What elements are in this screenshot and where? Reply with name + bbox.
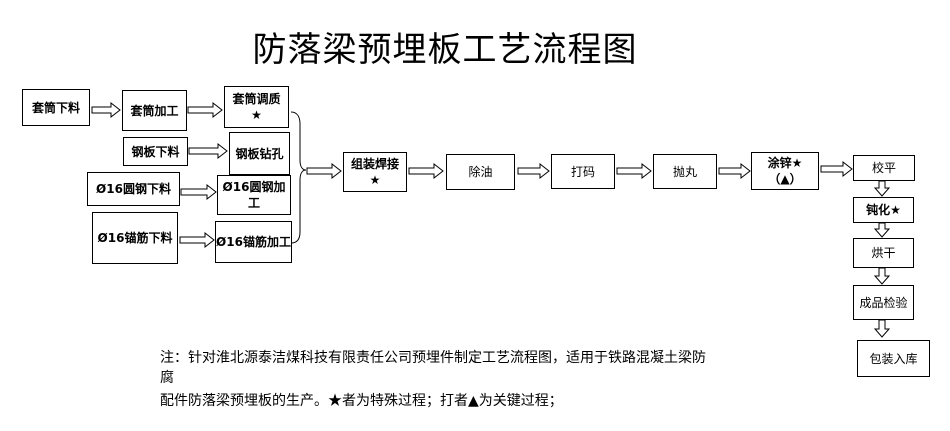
arrow-s4-s5 xyxy=(188,142,228,160)
step-anchor-bar-machining: Ø16锚筋加工 xyxy=(215,221,292,263)
arrow-s16-s17 xyxy=(873,222,891,238)
arrow-s8-s9 xyxy=(179,231,215,249)
arrow-s18-s19 xyxy=(873,319,891,338)
note-line-3: 配件防落梁预埋板的生产。★者为特殊过程；打者▲为关键过程； xyxy=(160,393,563,409)
merge-bracket xyxy=(290,111,307,244)
arrow-s15-s16 xyxy=(873,180,891,197)
step-leveling: 校平 xyxy=(853,155,915,181)
arrow-s2-s3 xyxy=(187,101,223,119)
arrow-s11-s12 xyxy=(517,162,550,180)
step-marking: 打码 xyxy=(551,154,615,189)
step-drying: 烘干 xyxy=(853,238,914,268)
arrow-s12-s13 xyxy=(616,162,652,180)
step-passivation: 钝化★ xyxy=(853,197,914,223)
step-round-steel-machining: Ø16圆钢加工 xyxy=(217,175,291,215)
step-final-inspection: 成品检验 xyxy=(853,285,914,320)
step-sleeve-cutting: 套筒下料 xyxy=(22,89,90,126)
step-packing-storage: 包装入库 xyxy=(857,340,930,377)
arrow-s13-s14 xyxy=(718,162,751,180)
step-anchor-bar-cutting: Ø16锚筋下料 xyxy=(92,212,178,264)
step-assembly-welding: 组装焊接 ★ xyxy=(343,152,407,192)
step-plate-cutting: 钢板下料 xyxy=(123,137,188,166)
step-shot-blasting: 抛丸 xyxy=(653,154,717,189)
diagram-title: 防落梁预埋板工艺流程图 xyxy=(252,30,638,70)
step-round-steel-cutting: Ø16圆钢下料 xyxy=(87,172,180,206)
arrow-s17-s18 xyxy=(873,267,891,285)
step-sleeve-tempering: 套筒调质 ★ xyxy=(224,86,289,128)
step-zinc-coating: 涂锌★ （▲） xyxy=(751,152,819,190)
note-line-1: 注：针对淮北源泰洁煤科技有限责任公司预埋件制定工艺流程图，适用于铁路混凝土梁防 xyxy=(160,350,706,366)
arrow-s6-s7 xyxy=(180,183,217,201)
arrow-s14-s15 xyxy=(820,160,853,178)
step-sleeve-machining: 套筒加工 xyxy=(122,90,187,131)
step-degreasing: 除油 xyxy=(446,154,515,190)
arrow-s1-s2 xyxy=(91,101,121,119)
note-line-2: 腐 xyxy=(160,370,174,386)
arrow-s10-s11 xyxy=(408,162,444,180)
step-plate-drilling: 钢板钻孔 xyxy=(229,132,290,175)
arrow-bracket-s10 xyxy=(306,162,342,180)
